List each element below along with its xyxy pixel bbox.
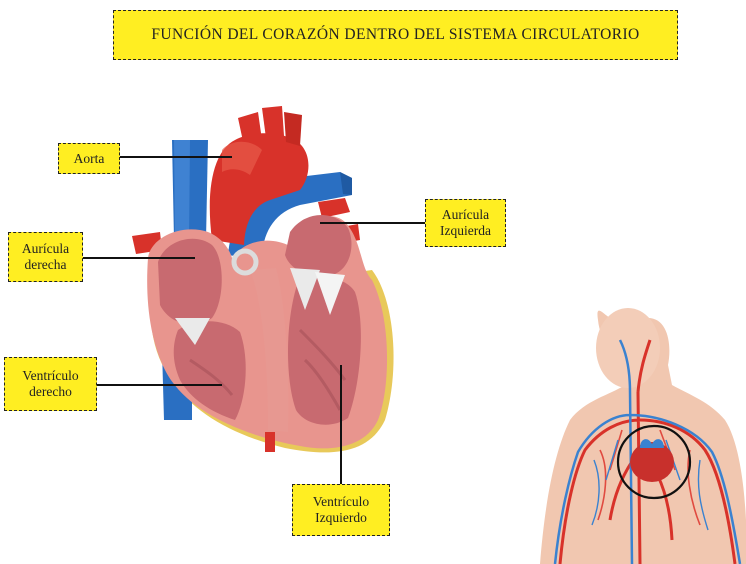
label-auricula-derecha: Aurícula derecha xyxy=(8,232,83,282)
label-ventriculo-izquierdo-line1: Ventrículo xyxy=(313,494,369,510)
label-ventriculo-izquierdo-line2: Izquierdo xyxy=(315,510,367,526)
label-auricula-izquierda-line2: Izquierda xyxy=(440,223,491,239)
body-circulation-illustration xyxy=(540,308,746,564)
label-aorta-text: Aorta xyxy=(74,151,105,167)
label-auricula-derecha-line2: derecha xyxy=(25,257,67,273)
label-ventriculo-derecho-line1: Ventrículo xyxy=(22,368,78,384)
label-ventriculo-derecho-line2: derecho xyxy=(29,384,72,400)
label-ventriculo-izquierdo: Ventrículo Izquierdo xyxy=(292,484,390,536)
label-auricula-izquierda: Aurícula Izquierda xyxy=(425,199,506,247)
left-atrium xyxy=(285,215,351,276)
right-atrium xyxy=(158,239,222,325)
label-ventriculo-derecho: Ventrículo derecho xyxy=(4,357,97,411)
label-auricula-derecha-line1: Aurícula xyxy=(22,241,69,257)
label-auricula-izquierda-line1: Aurícula xyxy=(442,207,489,223)
label-aorta: Aorta xyxy=(58,143,120,174)
